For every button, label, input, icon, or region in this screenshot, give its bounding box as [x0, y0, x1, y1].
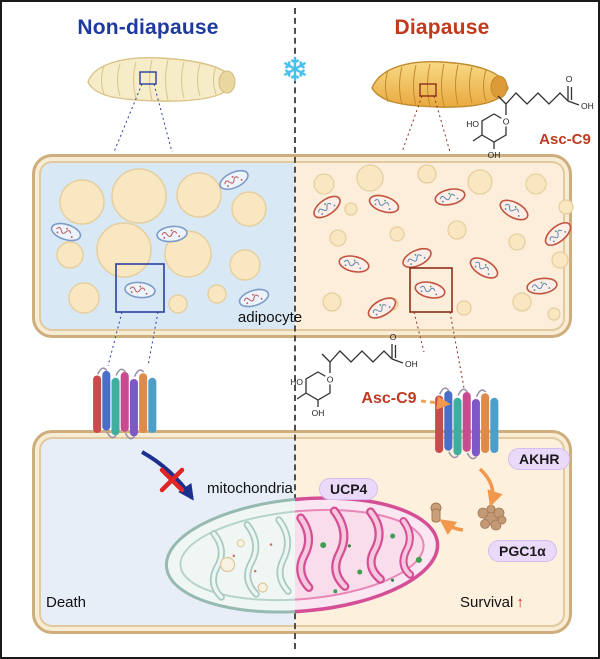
asc-c9-label-top: Asc-C9	[539, 131, 591, 148]
zoom-lines-adipocyte-right	[413, 311, 465, 389]
zoom-lines-larva-left	[113, 83, 173, 153]
mito-dock	[430, 502, 442, 523]
divider-dashed-line	[294, 8, 296, 649]
svg-text:OH: OH	[488, 150, 501, 160]
mitochondria-label: mitochondria	[207, 480, 293, 497]
adipocyte-label: adipocyte	[237, 309, 303, 326]
asc-c9-arrow	[420, 395, 451, 410]
gpcr-receptor-right	[434, 387, 500, 460]
zoom-box-adipocyte-right	[409, 267, 453, 313]
ucp4-badge: UCP4	[319, 478, 379, 500]
non-diapause-title: Non-diapause	[77, 16, 219, 39]
big-mitochondrion	[164, 496, 440, 614]
larva-diapause	[371, 61, 509, 153]
zoom-lines-adipocyte-left	[107, 311, 159, 367]
death-label: Death	[46, 594, 87, 611]
zoom-box-larva-right	[419, 83, 437, 97]
svg-text:O: O	[503, 117, 510, 127]
akhr-badge: AKHR	[508, 448, 571, 470]
lipid-droplets-left	[56, 168, 267, 314]
svg-text:O: O	[566, 74, 573, 84]
pgc1a-protein-blob	[477, 504, 507, 531]
block-x-icon	[159, 467, 185, 493]
lipid-droplets-right	[313, 164, 574, 321]
snowflake-icon: ❄	[281, 51, 309, 88]
survival-label: Survival ↑	[460, 594, 524, 611]
pgc1a-to-mito-arrow	[439, 519, 464, 536]
larva-non-diapause	[87, 57, 236, 153]
gpcr-receptor-left	[92, 367, 158, 440]
svg-text:HO: HO	[466, 119, 479, 129]
diapause-title: Diapause	[394, 16, 490, 39]
svg-text:OH: OH	[581, 101, 594, 111]
pgc1a-badge: PGC1α	[488, 540, 557, 562]
survival-text: Survival	[460, 594, 514, 611]
zoom-box-larva-left	[139, 71, 157, 85]
blocked-signal-arrow	[141, 450, 194, 501]
asc-c9-structure-top: O OH O HO OH	[466, 74, 594, 160]
akhr-to-pgc1a-arrow	[478, 467, 503, 508]
survival-up-arrow: ↑	[516, 594, 524, 611]
asc-c9-label-mid: Asc-C9	[361, 390, 417, 407]
zoom-box-adipocyte-left	[115, 263, 165, 313]
